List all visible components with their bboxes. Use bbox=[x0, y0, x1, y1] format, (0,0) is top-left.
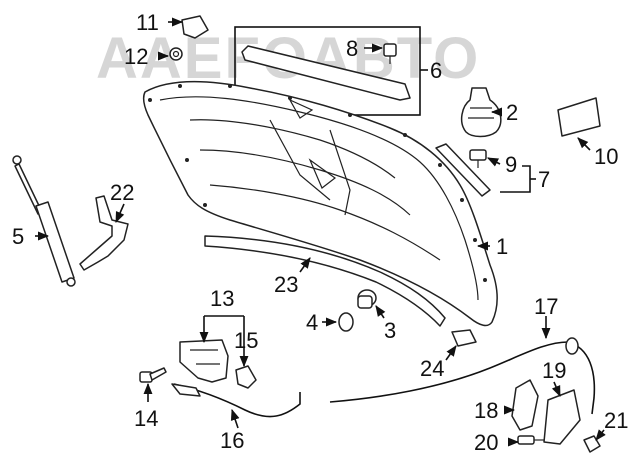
clip-8 bbox=[383, 43, 397, 64]
cable-17 bbox=[329, 341, 569, 403]
clip-9 bbox=[469, 149, 487, 168]
trim-strip bbox=[241, 45, 411, 101]
callout-5: 5 bbox=[12, 224, 24, 249]
callout-7: 7 bbox=[538, 167, 550, 192]
callout-16: 16 bbox=[220, 428, 244, 453]
bracket-11 bbox=[181, 15, 209, 39]
callout-8: 8 bbox=[346, 36, 358, 61]
switch-15 bbox=[235, 365, 257, 389]
callout-14: 14 bbox=[134, 406, 158, 431]
release-handle-18 bbox=[511, 379, 539, 431]
callout-13: 13 bbox=[210, 286, 234, 311]
weatherstrip-seal bbox=[204, 235, 446, 327]
hinge-22 bbox=[79, 195, 129, 271]
callout-24: 24 bbox=[420, 356, 444, 381]
callout-12: 12 bbox=[124, 44, 148, 69]
handle-bracket-19 bbox=[543, 389, 581, 445]
callout-3: 3 bbox=[384, 318, 396, 343]
screw-20 bbox=[517, 435, 544, 445]
cable-17-end bbox=[565, 337, 579, 355]
callout-21: 21 bbox=[604, 408, 628, 433]
callout-17: 17 bbox=[534, 294, 558, 319]
callout-20: 20 bbox=[474, 430, 498, 455]
pad-24 bbox=[451, 329, 477, 347]
gas-strut bbox=[12, 155, 76, 287]
seal-7 bbox=[435, 143, 491, 197]
leader-lines bbox=[35, 17, 606, 447]
callout-23: 23 bbox=[274, 272, 298, 297]
callout-19: 19 bbox=[542, 358, 566, 383]
callout-22: 22 bbox=[110, 180, 134, 205]
callout-10: 10 bbox=[594, 144, 618, 169]
callout-11: 11 bbox=[136, 10, 159, 35]
callout-1: 1 bbox=[496, 234, 508, 259]
callout-6: 6 bbox=[430, 58, 442, 83]
latch-13 bbox=[179, 339, 229, 383]
bolt-14 bbox=[139, 367, 167, 383]
label-10 bbox=[557, 97, 601, 137]
callout-9: 9 bbox=[505, 152, 517, 177]
callout-15: 15 bbox=[234, 328, 258, 353]
hood-panel bbox=[142, 80, 498, 327]
plug-4 bbox=[338, 312, 354, 332]
callout-2: 2 bbox=[506, 100, 518, 125]
stopper-3 bbox=[357, 289, 377, 309]
callout-4: 4 bbox=[306, 310, 318, 335]
clip-12 bbox=[169, 47, 183, 61]
callout-18: 18 bbox=[474, 398, 498, 423]
cable-16-handle bbox=[171, 383, 201, 397]
callouts: 11 12 8 6 2 10 9 7 5 22 1 23 4 3 24 13 1… bbox=[12, 10, 628, 455]
